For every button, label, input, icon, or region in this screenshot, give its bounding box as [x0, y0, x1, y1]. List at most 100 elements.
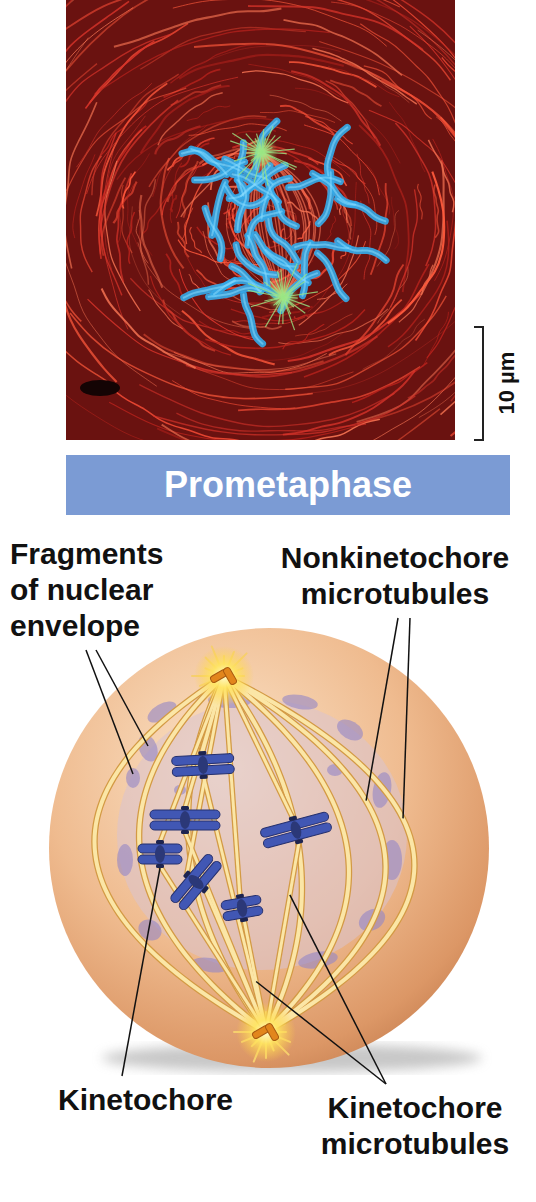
- centromere: [186, 872, 206, 891]
- green-ray: [283, 292, 318, 297]
- green-ray: [246, 134, 262, 152]
- red-fiber: [66, 267, 67, 384]
- red-fiber: [226, 212, 232, 228]
- red-fiber: [221, 307, 455, 399]
- red-fiber: [242, 71, 348, 103]
- part-label: Kinetochore: [58, 1082, 258, 1118]
- microtubule-outline: [224, 676, 302, 1032]
- red-fiber: [238, 367, 420, 411]
- red-fiber: [179, 55, 344, 79]
- red-fiber: [73, 154, 95, 238]
- red-fiber: [363, 319, 425, 369]
- red-fiber: [392, 197, 399, 249]
- red-fiber: [92, 74, 179, 195]
- nonkinetochore-microtubule: [188, 676, 266, 1032]
- red-fiber: [66, 0, 178, 81]
- centromere: [180, 811, 190, 829]
- micrograph-ground: [66, 0, 455, 440]
- red-fiber: [85, 41, 154, 108]
- red-fiber: [162, 425, 307, 440]
- part-label: Fragments of nuclear envelope: [10, 536, 192, 644]
- red-fiber: [66, 0, 199, 230]
- blue-chromosome-highlight: [266, 250, 308, 283]
- red-fiber: [418, 184, 423, 220]
- green-ray: [251, 297, 283, 307]
- red-fiber: [440, 178, 455, 415]
- green-ray: [264, 297, 283, 301]
- micrograph: [66, 0, 455, 440]
- red-fiber: [364, 66, 432, 119]
- red-fiber: [283, 371, 415, 435]
- blue-chromosome-highlight: [302, 243, 310, 296]
- leader-line: [290, 895, 386, 1084]
- kinetochore: [289, 815, 298, 821]
- kinetochore: [236, 894, 245, 899]
- red-fiber: [163, 300, 215, 351]
- green-ray: [256, 134, 262, 152]
- blue-chromosome: [302, 243, 310, 296]
- stage-band: Prometaphase: [66, 455, 510, 515]
- red-fiber: [381, 81, 455, 164]
- red-fiber: [176, 409, 440, 440]
- envelope-fragment: [333, 715, 366, 745]
- red-fiber: [177, 45, 340, 78]
- sister-chromatid: [177, 860, 222, 912]
- blue-chromosome-highlight: [313, 173, 355, 204]
- blue-chromosome-highlight: [295, 245, 348, 249]
- blue-chromosome: [338, 241, 386, 260]
- stained-chromosomes: [182, 121, 386, 344]
- kinetochore: [181, 806, 189, 810]
- red-fiber: [345, 265, 403, 356]
- green-ray: [232, 133, 262, 152]
- green-ray: [262, 136, 281, 152]
- red-fiber: [176, 413, 366, 431]
- blue-chromosome-highlight: [248, 236, 267, 285]
- blue-chromosome-highlight: [236, 245, 276, 275]
- green-ray: [262, 152, 263, 179]
- red-fiber: [144, 334, 324, 371]
- microtubule-outline: [224, 676, 386, 1032]
- red-fiber: [66, 1, 129, 152]
- scale-label: 10 µm: [494, 352, 520, 415]
- red-fiber: [161, 158, 184, 268]
- red-fiber: [66, 203, 157, 386]
- kinetochore: [295, 839, 304, 845]
- red-fiber: [178, 222, 189, 257]
- green-ray: [283, 297, 295, 330]
- red-fiber: [66, 102, 97, 268]
- kinetochore: [183, 870, 191, 879]
- red-fiber: [143, 195, 173, 234]
- red-fiber: [66, 8, 133, 175]
- chromosome: [171, 749, 234, 780]
- kinetochore: [198, 751, 206, 755]
- spindle: [94, 646, 414, 1061]
- blue-chromosome-highlight: [327, 127, 347, 175]
- blue-chromosome-highlight: [268, 184, 296, 227]
- red-fiber: [442, 58, 455, 145]
- red-fiber: [304, 264, 429, 377]
- microtubule-outline: [224, 676, 240, 896]
- centromere: [155, 845, 165, 863]
- dark-spot: [80, 380, 120, 396]
- centromere: [198, 756, 209, 774]
- blue-chromosome-highlight: [184, 280, 235, 297]
- red-fiber: [89, 23, 188, 103]
- nonkinetochore-microtubule: [224, 676, 302, 1032]
- red-fiber: [191, 0, 400, 7]
- nonkinetochore-microtubule: [94, 676, 266, 1032]
- blue-chromosome-highlight: [238, 143, 243, 196]
- blue-chromosome-highlight: [229, 166, 270, 199]
- chromosome: [259, 807, 334, 852]
- red-fiber: [66, 34, 171, 156]
- blue-chromosome-highlight: [205, 208, 222, 259]
- red-fiber: [199, 321, 256, 334]
- red-fiber: [66, 195, 81, 321]
- chromosome: [220, 891, 264, 926]
- envelope-fragment: [117, 844, 133, 876]
- chromosome: [138, 840, 182, 868]
- centrosome-glow: [236, 1002, 296, 1062]
- red-fiber: [187, 106, 230, 121]
- nonkinetochore-microtubule: [224, 676, 386, 1032]
- red-fiber: [104, 116, 145, 270]
